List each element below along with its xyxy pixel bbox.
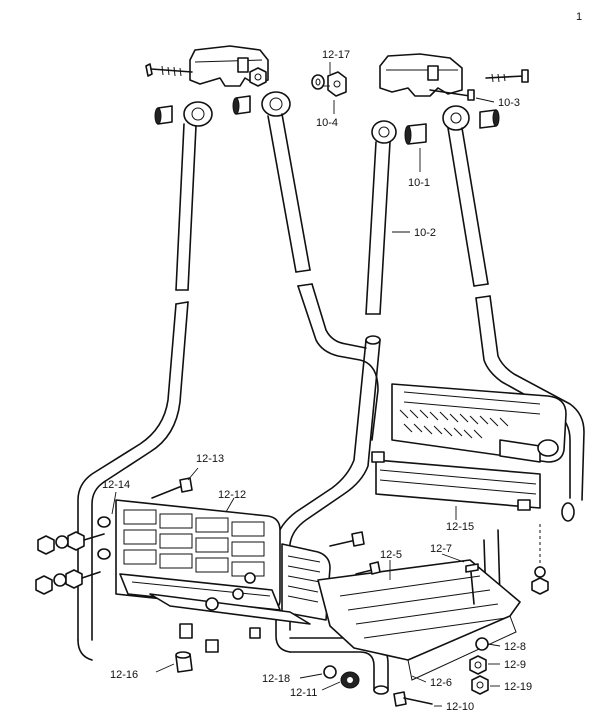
washer-12-17 (311, 74, 325, 90)
right-hardware-stack (531, 502, 575, 595)
right-hanger-bolt-10-3 (429, 69, 529, 101)
center-frame (275, 335, 381, 653)
label-10-2: 10-2 (414, 227, 436, 239)
pin-12-7 (465, 563, 479, 605)
left-bolts-upper (37, 531, 105, 555)
label-12-11: 12-11 (290, 687, 317, 699)
leader-lines (111, 62, 501, 707)
label-12-6: 12-6 (430, 677, 452, 689)
left-side-frame (77, 301, 189, 661)
nut-12-11 (340, 671, 360, 689)
floor-platform-12-5 (317, 559, 521, 681)
rear-seat-bottom-12-15 (371, 451, 541, 511)
label-12-5: 12-5 (380, 549, 402, 561)
arm-eye-left-front (183, 101, 213, 127)
foot-cap-12-16 (175, 651, 193, 673)
washer-12-18 (323, 665, 337, 679)
hanger-arm-10-2 (365, 141, 391, 315)
bushing-right-outer (479, 109, 500, 129)
hanger-arm-right-rear (447, 127, 491, 299)
hanger-arm-left-front (175, 123, 197, 305)
label-10-4: 10-4 (316, 117, 338, 129)
bushing-10-1 (404, 123, 427, 145)
hardware-12-8-12-9-12-19 (469, 637, 489, 695)
bushing-right-mid (371, 120, 397, 144)
hanger-arm-left-rear (267, 113, 313, 287)
bolt-12-10 (393, 691, 433, 707)
floor-brackets (179, 572, 261, 653)
label-12-7: 12-7 (430, 543, 452, 555)
bolt-platform (355, 561, 381, 575)
label-12-10: 12-10 (446, 701, 474, 713)
label-12-19: 12-19 (504, 681, 532, 693)
nut-10-4 (327, 71, 347, 97)
front-seat-pan (119, 573, 311, 625)
arm-eye-right-rear (442, 105, 470, 131)
bolt-12-13 (151, 477, 193, 499)
label-12-13: 12-13 (196, 453, 224, 465)
label-10-1: 10-1 (408, 177, 430, 189)
corner-mark: 1 (576, 11, 582, 23)
right-hanger-bracket (379, 53, 463, 97)
label-12-17: 12-17 (322, 49, 350, 61)
arm-eye-left-rear (261, 91, 291, 117)
left-hanger-bolt (145, 63, 193, 77)
label-12-18: 12-18 (262, 673, 290, 685)
bolt-center (329, 531, 365, 547)
label-12-12: 12-12 (218, 489, 246, 501)
label-12-15: 12-15 (446, 521, 474, 533)
label-12-8: 12-8 (504, 641, 526, 653)
left-bolts-lower (35, 569, 101, 595)
bushing-left-mid (232, 95, 251, 115)
left-hanger-nut (249, 67, 267, 87)
label-12-9: 12-9 (504, 659, 526, 671)
bushing-left-outer (154, 105, 173, 125)
label-12-16: 12-16 (110, 669, 138, 681)
label-10-3: 10-3 (498, 97, 520, 109)
rear-seat-back-upper (391, 383, 567, 463)
label-12-14: 12-14 (102, 479, 130, 491)
